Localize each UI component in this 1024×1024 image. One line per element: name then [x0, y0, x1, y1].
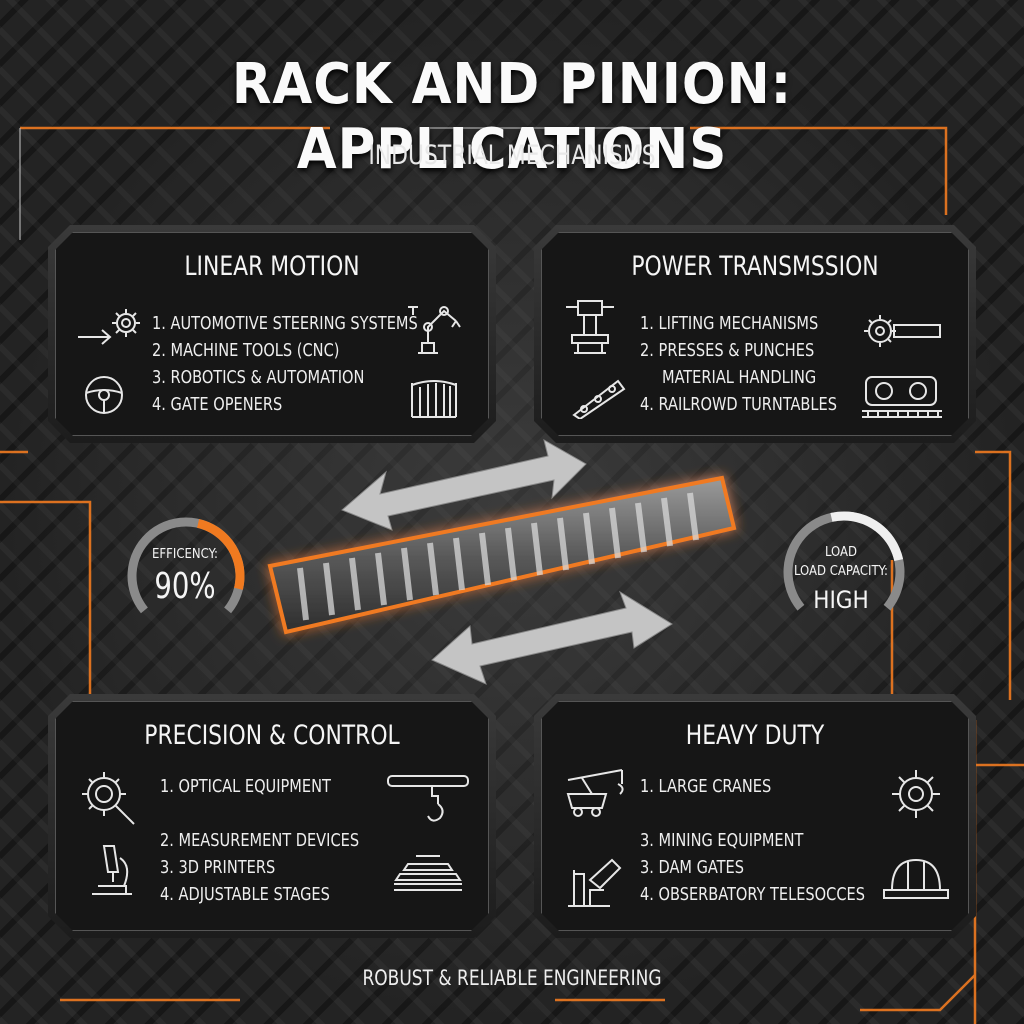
- chain-link-icon: [566, 375, 626, 419]
- gate-icon: [408, 375, 460, 419]
- steering-wheel-icon: [82, 373, 126, 417]
- gear-rack-icon: [864, 311, 944, 351]
- crane-icon: [562, 764, 632, 818]
- page-subtitle: INDUSTRIAL MECHANISMS: [368, 140, 656, 171]
- list-item: 2. MACHINE TOOLS (CNC): [152, 340, 340, 361]
- list-item: 3. ROBOTICS & AUTOMATION: [152, 367, 365, 388]
- stage-icon: [390, 850, 466, 894]
- panel-title: HEAVY DUTY: [685, 720, 825, 751]
- crane-hook-icon: [386, 770, 472, 830]
- list-item: 1. LARGE CRANES: [640, 776, 772, 797]
- list-item: 3. MINING EQUIPMENT: [640, 830, 804, 851]
- list-item: 3. 3D PRINTERS: [160, 857, 276, 878]
- hard-hat-icon: [882, 852, 950, 902]
- panel-linear-motion: LINEAR MOTION 1. AUTOMOTIVE STEERING SYS…: [48, 225, 496, 443]
- gear-arrow-icon: [76, 303, 148, 351]
- load-gauge: [783, 511, 905, 611]
- panel-title: POWER TRANSMSSION: [631, 251, 879, 282]
- list-item: 2. MEASUREMENT DEVICES: [160, 830, 360, 851]
- list-item: 2. PRESSES & PUNCHES: [640, 340, 815, 361]
- efficiency-label: EFFICENCY:: [152, 547, 218, 562]
- panel-precision-control: PRECISION & CONTROL 1. OPTICAL EQUIPMENT…: [48, 694, 496, 938]
- gear-rack: [267, 475, 737, 635]
- microscope-icon: [84, 842, 140, 898]
- panel-power-transmission: POWER TRANSMSSION 1. LIFTING MECHANISMS …: [534, 225, 976, 443]
- press-icon: [562, 297, 622, 357]
- panel-title: LINEAR MOTION: [184, 251, 360, 282]
- list-item: 4. ADJUSTABLE STAGES: [160, 884, 330, 905]
- list-item: MATERIAL HANDLING: [662, 367, 817, 388]
- telescope-icon: [564, 854, 628, 910]
- upper-arrow: [341, 438, 587, 531]
- load-label-top: LOAD: [824, 545, 858, 560]
- list-item: 1. AUTOMOTIVE STEERING SYSTEMS: [152, 313, 418, 334]
- list-item: 1. LIFTING MECHANISMS: [640, 313, 819, 334]
- footer-tagline: ROBUST & RELIABLE ENGINEERING: [362, 966, 662, 990]
- efficiency-gauge: [127, 517, 245, 614]
- panel-heavy-duty: HEAVY DUTY 1. LARGE CRANES 3. MINING EQU…: [534, 694, 976, 938]
- list-item: 4. OBSERBATORY TELESOCCES: [640, 884, 865, 905]
- list-item: 4. GATE OPENERS: [152, 394, 283, 415]
- gear-magnifier-icon: [80, 770, 140, 830]
- list-item: 4. RAILROWD TURNTABLES: [640, 394, 838, 415]
- robot-arm-icon: [404, 297, 464, 357]
- rail-car-icon: [860, 373, 944, 423]
- efficiency-value: 90%: [154, 566, 216, 607]
- lower-arrow: [431, 590, 673, 685]
- load-value: HIGH: [813, 586, 869, 614]
- list-item: 3. DAM GATES: [640, 857, 745, 878]
- rack-teeth: [297, 492, 699, 621]
- load-label: LOAD CAPACITY:: [793, 564, 888, 579]
- gear-icon: [888, 766, 944, 822]
- panel-title: PRECISION & CONTROL: [144, 720, 400, 751]
- list-item: 1. OPTICAL EQUIPMENT: [160, 776, 331, 797]
- page-title: RACK AND PINION: APPLICATIONS: [231, 52, 793, 182]
